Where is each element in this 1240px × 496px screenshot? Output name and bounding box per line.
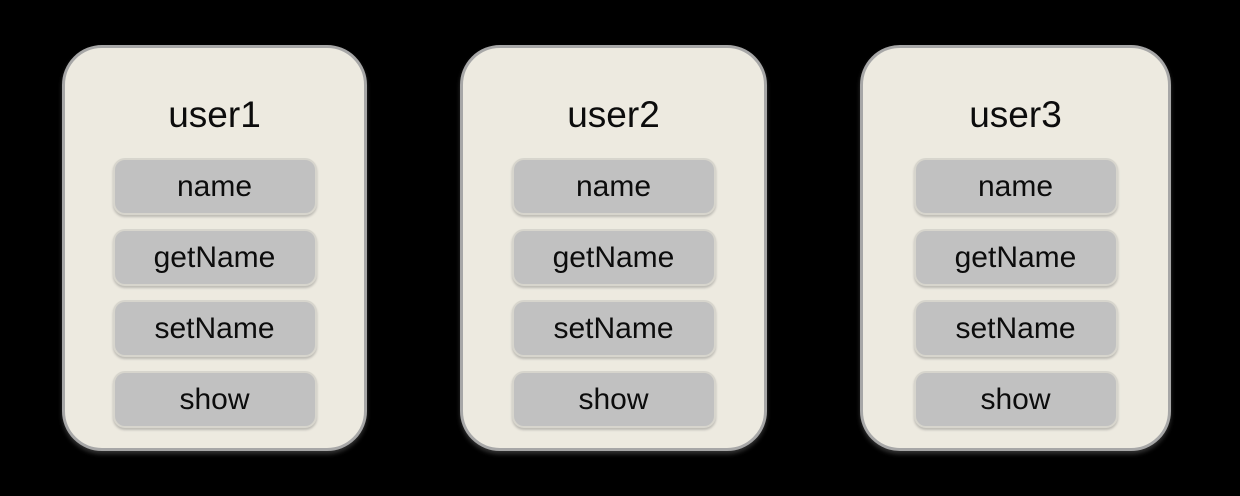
member-pill: name xyxy=(112,158,317,215)
member-pill: name xyxy=(511,158,716,215)
member-list: name getName setName show xyxy=(511,158,716,428)
member-pill: show xyxy=(913,371,1118,428)
card-title: user2 xyxy=(567,94,660,135)
member-pill: getName xyxy=(511,229,716,286)
member-pill: show xyxy=(112,371,317,428)
object-card-1: user1 name getName setName show xyxy=(62,45,367,451)
member-pill: show xyxy=(511,371,716,428)
card-title: user3 xyxy=(969,94,1062,135)
member-pill: setName xyxy=(511,300,716,357)
member-list: name getName setName show xyxy=(112,158,317,428)
member-list: name getName setName show xyxy=(913,158,1118,428)
card-title: user1 xyxy=(168,94,261,135)
member-pill: getName xyxy=(112,229,317,286)
member-pill: getName xyxy=(913,229,1118,286)
object-card-3: user3 name getName setName show xyxy=(860,45,1171,451)
member-pill: setName xyxy=(913,300,1118,357)
member-pill: name xyxy=(913,158,1118,215)
member-pill: setName xyxy=(112,300,317,357)
object-card-2: user2 name getName setName show xyxy=(460,45,767,451)
